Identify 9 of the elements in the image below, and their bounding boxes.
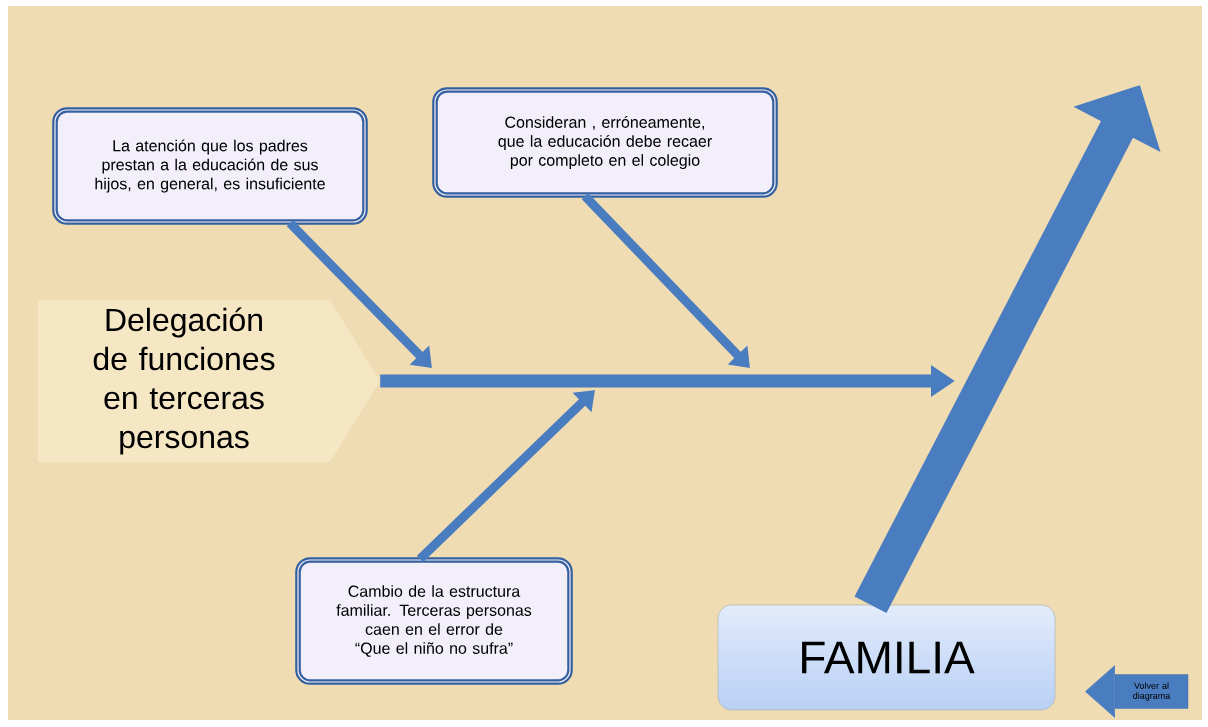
arrow — [581, 192, 750, 368]
text-box: Cambio de la estructura familiar. Terceras personas caen en el error de “Que el niño no sufra” — [295, 557, 573, 685]
back-arrow-button: Volver al diagrama — [1085, 665, 1189, 718]
arrow — [286, 219, 432, 368]
pentagon-label: Delegación de funciones en terceras personas — [38, 300, 380, 462]
arrow — [416, 390, 595, 563]
text-box: Consideran , erróneamente, que la educación debe recaer por completo en el colegio — [432, 87, 778, 198]
text-box: La atención que los padres prestan a la educación de sus hijos, en general, es insuficiente — [52, 107, 368, 225]
effect-box: FAMILIA — [717, 604, 1056, 711]
